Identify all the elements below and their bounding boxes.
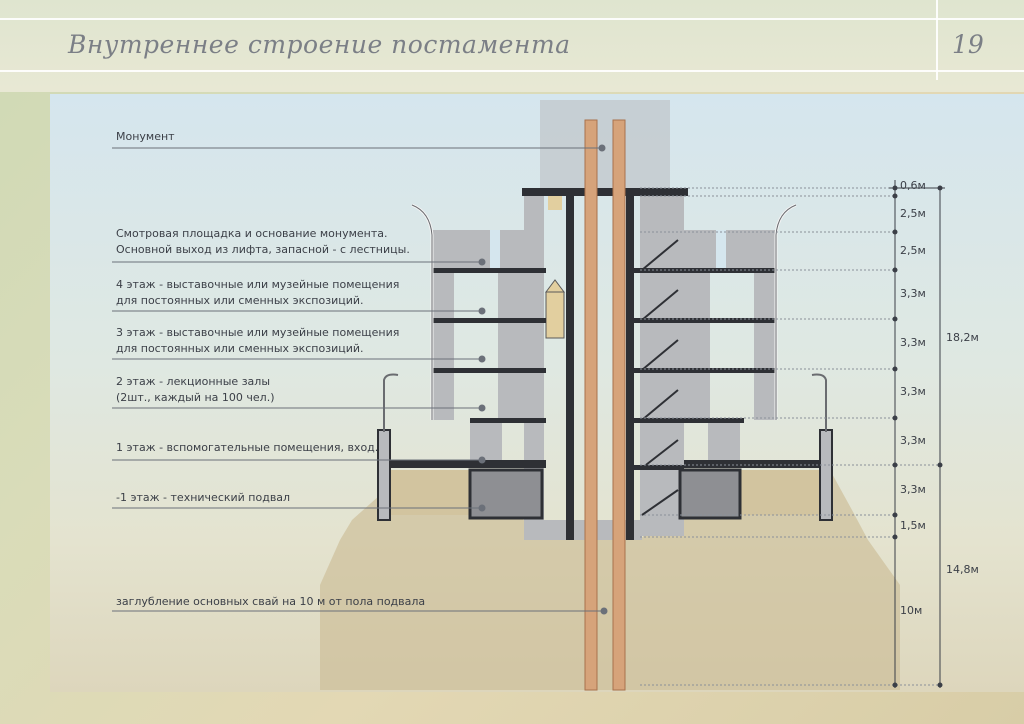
stair-wall xyxy=(626,196,634,540)
dim-3-3-e: 3,3м xyxy=(900,483,926,496)
dimension-axes xyxy=(889,180,945,688)
stairs xyxy=(641,239,679,516)
dim-3-3-a: 3,3м xyxy=(900,287,926,300)
dim-2-5-b: 2,5м xyxy=(900,244,926,257)
dim-total-below: 14,8м xyxy=(946,563,979,576)
label-floor4-line2: для постоянных или сменных экспозиций. xyxy=(116,294,364,307)
page-number: 19 xyxy=(952,30,984,59)
dimension-ticks xyxy=(892,185,943,688)
dim-total-above: 18,2м xyxy=(946,331,979,344)
label-floor3-line1: 3 этаж - выставочные или музейные помеще… xyxy=(116,326,400,339)
label-basement: -1 этаж - технический подвал xyxy=(116,491,291,504)
elevator-cabin xyxy=(545,291,565,339)
leader-lines xyxy=(112,147,604,612)
dim-3-3-b: 3,3м xyxy=(900,336,926,349)
label-floor2-line2: (2шт., каждый на 100 чел.) xyxy=(116,391,275,404)
label-floor3-line2: для постоянных или сменных экспозиций. xyxy=(116,342,364,355)
elevator-top xyxy=(545,279,565,293)
elevator-machine xyxy=(548,196,562,210)
dim-1-5: 1,5м xyxy=(900,519,926,532)
label-piles: заглубление основных свай на 10 м от пол… xyxy=(116,595,426,608)
header-band xyxy=(0,0,1024,92)
left-wing xyxy=(377,203,546,521)
level-lines xyxy=(640,187,940,686)
ground-right xyxy=(730,470,830,515)
leader-dots xyxy=(478,144,608,615)
dim-3-3-d: 3,3м xyxy=(900,434,926,447)
header-divider xyxy=(936,0,938,80)
top-cap xyxy=(522,188,688,196)
label-floor1: 1 этаж - вспомогательные помещения, вход… xyxy=(116,441,379,454)
ground-mass xyxy=(320,470,900,690)
label-floor4-line1: 4 этаж - выставочные или музейные помеще… xyxy=(116,278,400,291)
page-title: Внутреннее строение постамента xyxy=(68,30,571,59)
pile-right xyxy=(612,119,626,691)
right-wing xyxy=(678,203,833,521)
pile-left xyxy=(584,119,598,691)
header-rule-bottom xyxy=(0,70,1024,72)
dim-0-6: 0,6м xyxy=(900,179,926,192)
stair-landings xyxy=(634,268,684,470)
elevator-wall xyxy=(566,196,574,540)
dim-10: 10м xyxy=(900,604,923,617)
label-platform-line1: Смотровая площадка и основание монумента… xyxy=(116,227,388,240)
label-platform-line2: Основной выход из лифта, запасной - с ле… xyxy=(116,243,410,256)
monument-shaft xyxy=(540,100,670,190)
dim-2-5-a: 2,5м xyxy=(900,207,926,220)
dim-3-3-c: 3,3м xyxy=(900,385,926,398)
header-rule-top xyxy=(0,18,1024,20)
label-monument: Монумент xyxy=(116,130,175,143)
ground-left xyxy=(380,470,470,515)
label-floor2-line1: 2 этаж - лекционные залы xyxy=(116,375,270,388)
